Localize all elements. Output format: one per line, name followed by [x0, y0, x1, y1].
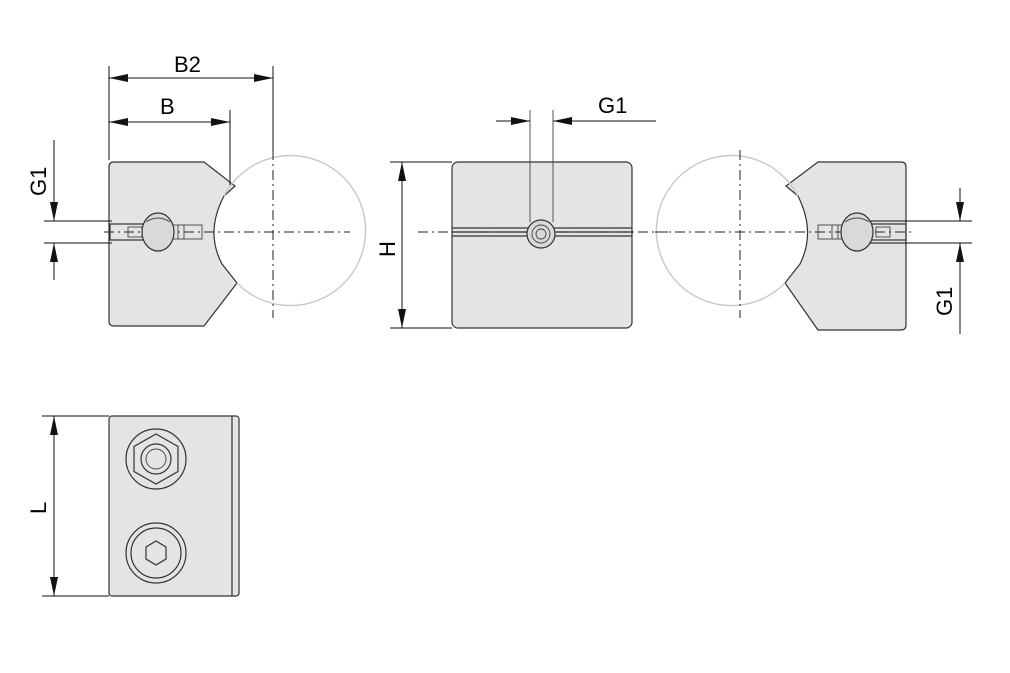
- dimension-g1-right: G1: [870, 188, 972, 334]
- socket-head-screw-icon: [125, 522, 187, 584]
- right-clamp-screw: [817, 212, 907, 252]
- label-b: B: [160, 94, 175, 119]
- label-b2: B2: [174, 52, 201, 77]
- dimension-h: H: [375, 161, 452, 329]
- center-front-view: [418, 110, 668, 329]
- dimension-g1-top: G1: [496, 93, 656, 125]
- label-l: L: [26, 502, 51, 514]
- label-g1-front-left: G1: [26, 167, 51, 196]
- right-side-view: [655, 150, 912, 331]
- dimension-b: B: [109, 94, 231, 185]
- hex-nut-icon: [125, 428, 187, 490]
- left-clamp-screw: [109, 212, 203, 252]
- dimension-b2: B2: [108, 52, 274, 160]
- left-workpiece-circle: [223, 154, 367, 307]
- dimension-l: L: [26, 415, 109, 597]
- bottom-block-body: [108, 415, 240, 597]
- right-ball-icon: [840, 212, 874, 252]
- left-block-body: [108, 161, 238, 327]
- left-ball-icon: [141, 212, 175, 252]
- center-screw-icon: [526, 219, 556, 249]
- left-side-view: [104, 150, 367, 327]
- label-h: H: [375, 241, 400, 257]
- bottom-top-view: [108, 415, 240, 597]
- label-g1-top: G1: [598, 93, 627, 118]
- label-g1-right: G1: [932, 287, 957, 316]
- right-workpiece-circle: [655, 154, 799, 307]
- dimension-g1-front-left: G1: [26, 140, 112, 280]
